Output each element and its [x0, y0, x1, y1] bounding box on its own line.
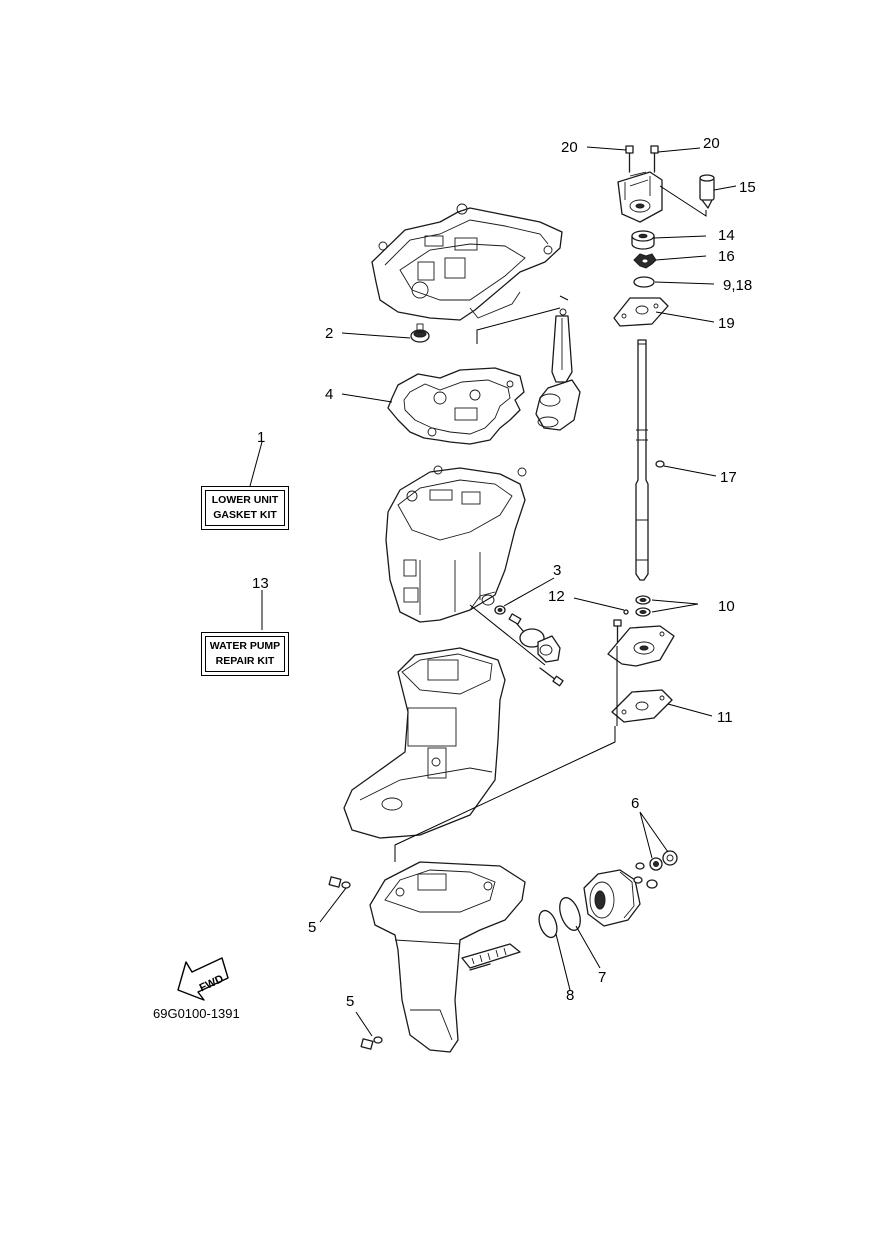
impeller-part: [633, 253, 657, 269]
callout-8: 8: [566, 987, 574, 1004]
drive-shaft-part: [635, 339, 665, 581]
fwd-arrow-icon: FWD: [177, 957, 229, 1001]
kit-label-line1: LOWER UNIT: [211, 494, 279, 506]
kit-label-line2: REPAIR KIT: [215, 655, 275, 667]
bolt-part-20-left: [625, 145, 634, 173]
leader-lines: [249, 146, 737, 1037]
callout-1: 1: [257, 429, 265, 446]
pump-gasket-part: [611, 689, 673, 723]
pin-part: [623, 609, 629, 615]
lower-unit-gasket-kit-label: LOWER UNIT GASKET KIT: [201, 486, 289, 530]
callout-19: 19: [718, 315, 735, 332]
lower-casing-part: [343, 647, 506, 839]
callout-5-upper: 5: [308, 919, 316, 936]
callout-6: 6: [631, 795, 639, 812]
small-screws-part: [633, 862, 658, 889]
middle-casing-part: [385, 465, 527, 623]
water-pump-repair-kit-label: WATER PUMP REPAIR KIT: [201, 632, 289, 676]
oil-seal-part: [410, 323, 430, 343]
callout-16: 16: [718, 248, 735, 265]
bolt-part-lower: [360, 1036, 383, 1050]
callout-11: 11: [717, 709, 733, 726]
callout-3: 3: [553, 562, 561, 579]
prop-housing-part: [583, 869, 641, 927]
bolt-part-20-right: [650, 145, 659, 173]
callout-2: 2: [325, 325, 333, 342]
callout-14: 14: [718, 227, 735, 244]
insert-cartridge-part: [631, 230, 655, 250]
kit-label-line1: WATER PUMP: [209, 640, 281, 652]
callout-5-lower: 5: [346, 993, 354, 1010]
kit-label-line2: GASKET KIT: [213, 509, 277, 521]
callout-7: 7: [598, 969, 606, 986]
bolt-part-upper: [328, 876, 351, 889]
upper-casing-part: [371, 203, 569, 344]
callout-4: 4: [325, 386, 333, 403]
water-tube-part: [699, 174, 715, 209]
shaft-housing-part: [535, 308, 581, 431]
outer-plate-part: [613, 297, 669, 327]
cover-part: [519, 628, 561, 663]
pump-housing-part: [617, 171, 707, 223]
callout-15: 15: [739, 179, 756, 196]
screw-part: [539, 667, 564, 687]
washer-part-6: [649, 850, 678, 871]
gasket-part: [387, 367, 525, 445]
callout-17: 17: [720, 469, 737, 486]
callout-20-right: 20: [703, 135, 720, 152]
o-ring-part-8: [538, 909, 558, 939]
bolt-part: [508, 613, 525, 633]
bearing-part-10: [635, 595, 651, 617]
washer-part: [494, 605, 506, 615]
o-ring-part-7: [559, 897, 581, 931]
callout-12: 12: [548, 588, 565, 605]
diagram-code: 69G0100-1391: [153, 1006, 240, 1021]
callout-9-18: 9,18: [723, 277, 752, 294]
callout-13: 13: [252, 575, 269, 592]
o-ring-part-9-18: [633, 276, 655, 288]
callout-20-left: 20: [561, 139, 578, 156]
gear-case-part: [369, 861, 526, 1053]
bearing-housing-part: [607, 625, 675, 667]
callout-10: 10: [718, 598, 735, 615]
